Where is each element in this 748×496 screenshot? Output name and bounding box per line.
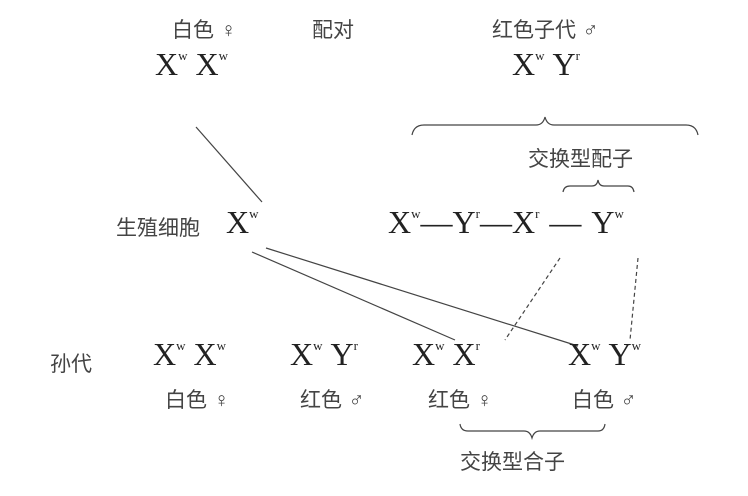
dashed-yw-to-xwyw xyxy=(629,257,639,341)
allele-sup: r xyxy=(575,48,580,63)
allele-sup: r xyxy=(353,338,358,353)
allele: X xyxy=(195,46,219,82)
line-female-to-gamete xyxy=(195,126,263,203)
gamete-brace xyxy=(562,179,635,193)
dashed-xr-to-xwxr xyxy=(504,257,561,341)
chain-link: — xyxy=(549,204,582,240)
allele: Y xyxy=(552,46,576,82)
allele-sup: w xyxy=(176,338,186,353)
allele-sup: w xyxy=(216,338,226,353)
recombinant-gametes-label: 交换型配子 xyxy=(528,147,633,171)
allele-sup: w xyxy=(411,206,421,221)
chain-link: — xyxy=(420,204,453,240)
offspring-phenotype: 红色 ♂ xyxy=(300,388,365,412)
allele: X xyxy=(388,204,412,240)
line-gamete-to-xwxr xyxy=(251,251,456,341)
recombinant-zygotes-label: 交换型合子 xyxy=(460,450,565,474)
parent-female-label: 白色 ♀ xyxy=(172,18,237,42)
allele-sup: w xyxy=(178,48,188,63)
line-gamete-to-xwyw xyxy=(265,247,579,347)
allele-sup: w xyxy=(614,206,624,221)
allele: Y xyxy=(330,336,354,372)
allele-sup: r xyxy=(475,206,480,221)
allele-sup: r xyxy=(535,206,540,221)
offspring-row-label: 孙代 xyxy=(50,352,92,376)
allele-sup: w xyxy=(435,338,445,353)
male-gamete-chain: Xw—Yr—Xr—Yw xyxy=(388,204,632,241)
female-gamete: Xw xyxy=(226,204,267,241)
allele-sup: w xyxy=(535,48,545,63)
allele: X xyxy=(193,336,217,372)
allele-sup: w xyxy=(218,48,228,63)
allele: X xyxy=(226,204,250,240)
zygote-brace xyxy=(459,423,606,441)
allele-sup: r xyxy=(475,338,480,353)
allele: X xyxy=(290,336,314,372)
offspring-phenotype: 白色 ♀ xyxy=(165,388,230,412)
chain-link: — xyxy=(479,204,512,240)
offspring-phenotype: 红色 ♀ xyxy=(428,388,493,412)
allele: Y xyxy=(591,204,615,240)
allele: X xyxy=(412,336,436,372)
allele: X xyxy=(155,46,179,82)
allele: X xyxy=(511,204,536,240)
allele: X xyxy=(568,336,592,372)
allele-sup: w xyxy=(313,338,323,353)
parent-male-label: 红色子代 ♂ xyxy=(492,18,599,42)
allele-sup: w xyxy=(631,338,641,353)
allele: X xyxy=(512,46,536,82)
allele: Y xyxy=(452,204,476,240)
allele-sup: w xyxy=(249,206,259,221)
parent-brace xyxy=(411,116,699,136)
allele: Y xyxy=(608,336,632,372)
gametes-row-label: 生殖细胞 xyxy=(116,216,200,240)
offspring-phenotype: 白色 ♂ xyxy=(572,388,637,412)
allele: X xyxy=(153,336,177,372)
mating-label: 配对 xyxy=(312,18,354,42)
allele: X xyxy=(452,336,476,372)
allele-sup: w xyxy=(591,338,601,353)
